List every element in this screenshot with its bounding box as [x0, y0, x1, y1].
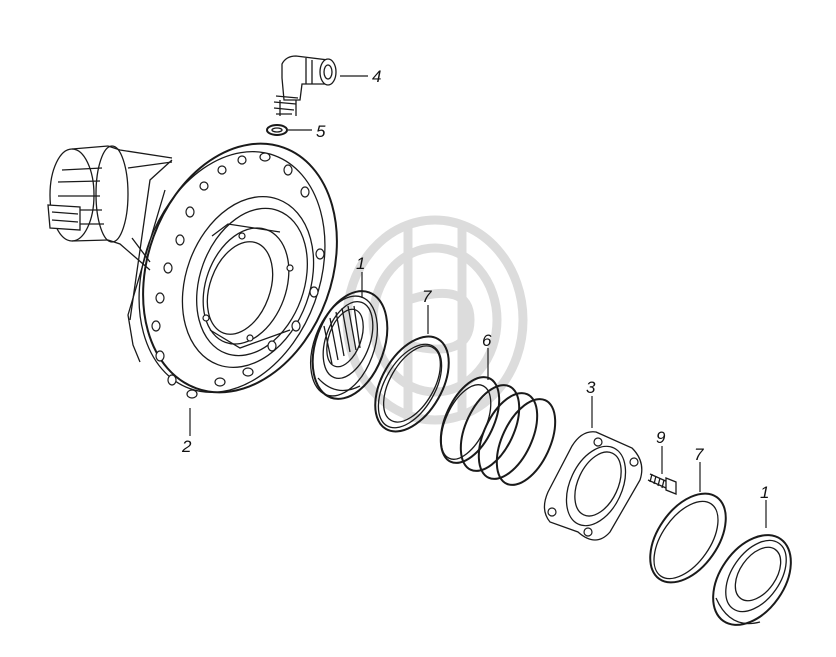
- callout-1-lower: 1: [760, 483, 769, 502]
- callout-2: 2: [181, 437, 192, 456]
- bolt-part: [647, 473, 677, 495]
- seal-ring-part: [266, 124, 288, 136]
- callout-7-lower: 7: [694, 445, 704, 464]
- callout-6: 6: [482, 331, 492, 350]
- callout-5: 5: [316, 122, 326, 141]
- coil-spring-part: [439, 376, 557, 486]
- flange-bolt-holes: [151, 152, 325, 399]
- callout-1-upper: 1: [356, 254, 365, 273]
- snap-ring-part-lower: [649, 492, 727, 584]
- callout-7-upper: 7: [422, 287, 432, 306]
- callout-4: 4: [372, 67, 381, 86]
- elbow-fitting-part: [273, 55, 337, 116]
- callout-9: 9: [656, 428, 666, 447]
- callout-3: 3: [586, 378, 596, 397]
- snap-ring-part-upper: [374, 335, 450, 433]
- hub-body-part: [47, 142, 338, 399]
- retainer-plate-part: [543, 431, 643, 541]
- leader-lines: [189, 75, 767, 528]
- bearing-part-lower: [712, 534, 792, 626]
- watermark-logo: [342, 215, 528, 425]
